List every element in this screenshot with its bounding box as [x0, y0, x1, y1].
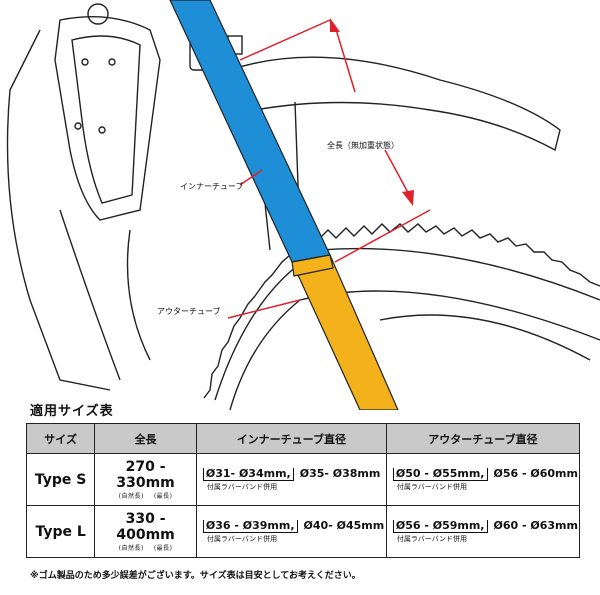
note-natural: (自然長)	[118, 545, 144, 552]
footnote: ※ゴム製品のため多少誤差がございます。サイズ表は目安としてお考えください。	[30, 571, 361, 581]
type-cell: Type S	[25, 453, 96, 506]
outer-diameter-cell: Ø50 - Ø55mm, Ø56 - Ø60mm 付属ラバーバンド併用	[385, 453, 581, 506]
overall-length-label: 全長（無加重状態）	[327, 141, 399, 150]
tyre-tread	[299, 223, 600, 287]
rubber-band-note: 付属ラバーバンド併用	[396, 483, 468, 491]
arrow-up-icon	[330, 18, 340, 32]
length-notes: (自然長) (最長)	[97, 491, 194, 500]
header-outer-diameter: アウターチューブ直径	[385, 423, 581, 454]
inner-range-a: Ø31- Ø34mm,	[202, 468, 294, 481]
number-plate	[54, 16, 161, 221]
table-row: Type L 330 - 400mm (自然長) (最長) Ø36 - Ø39mm…	[25, 505, 581, 558]
inner-range-b: Ø35- Ø38mm	[299, 467, 381, 480]
inner-tube-label: インナーチューブ	[180, 182, 244, 191]
header-inner-diameter: インナーチューブ直径	[195, 423, 387, 454]
inner-diameter-cell: Ø36 - Ø39mm, Ø40- Ø45mm 付属ラバーバンド併用	[195, 505, 387, 558]
arrow-down-icon	[402, 190, 414, 206]
length-range: 270 - 330mm	[116, 459, 175, 491]
header-length: 全長	[94, 423, 197, 454]
length-cell: 270 - 330mm (自然長) (最長)	[94, 453, 197, 506]
outer-tube	[291, 254, 399, 410]
size-table: サイズ 全長 インナーチューブ直径 アウターチューブ直径 Type S 270 …	[25, 423, 581, 558]
outer-range-b: Ø60 - Ø63mm	[493, 519, 578, 532]
fork-illustration	[6, 0, 600, 410]
inner-diameter-cell: Ø31- Ø34mm, Ø35- Ø38mm 付属ラバーバンド併用	[195, 453, 387, 506]
inner-tube	[169, 0, 331, 263]
outer-diameter-cell: Ø56 - Ø59mm, Ø60 - Ø63mm 付属ラバーバンド併用	[385, 505, 581, 558]
note-natural: (自然長)	[118, 493, 144, 500]
table-header-row: サイズ 全長 インナーチューブ直径 アウターチューブ直径	[25, 423, 581, 454]
rubber-band-note: 付属ラバーバンド併用	[396, 535, 468, 543]
outer-tube-label: アウターチューブ	[157, 307, 221, 316]
note-max: (最長)	[153, 545, 173, 552]
inner-range-b: Ø40- Ø45mm	[303, 519, 385, 532]
rubber-band-note: 付属ラバーバンド併用	[206, 535, 278, 543]
length-range: 330 - 400mm	[116, 511, 175, 543]
outer-range-a: Ø50 - Ø55mm,	[392, 468, 488, 481]
outer-range-b: Ø56 - Ø60mm	[493, 467, 578, 480]
rubber-band-note: 付属ラバーバンド併用	[206, 483, 278, 491]
header-size: サイズ	[25, 423, 96, 454]
table-row: Type S 270 - 330mm (自然長) (最長) Ø31- Ø34mm,…	[25, 453, 581, 506]
length-notes: (自然長) (最長)	[97, 543, 194, 552]
front-fender	[228, 56, 561, 152]
note-max: (最長)	[153, 493, 173, 500]
length-cell: 330 - 400mm (自然長) (最長)	[94, 505, 197, 558]
outer-range-a: Ø56 - Ø59mm,	[392, 520, 488, 533]
table-title: 適用サイズ表	[30, 404, 114, 419]
type-cell: Type L	[25, 505, 96, 558]
inner-range-a: Ø36 - Ø39mm,	[202, 520, 298, 533]
